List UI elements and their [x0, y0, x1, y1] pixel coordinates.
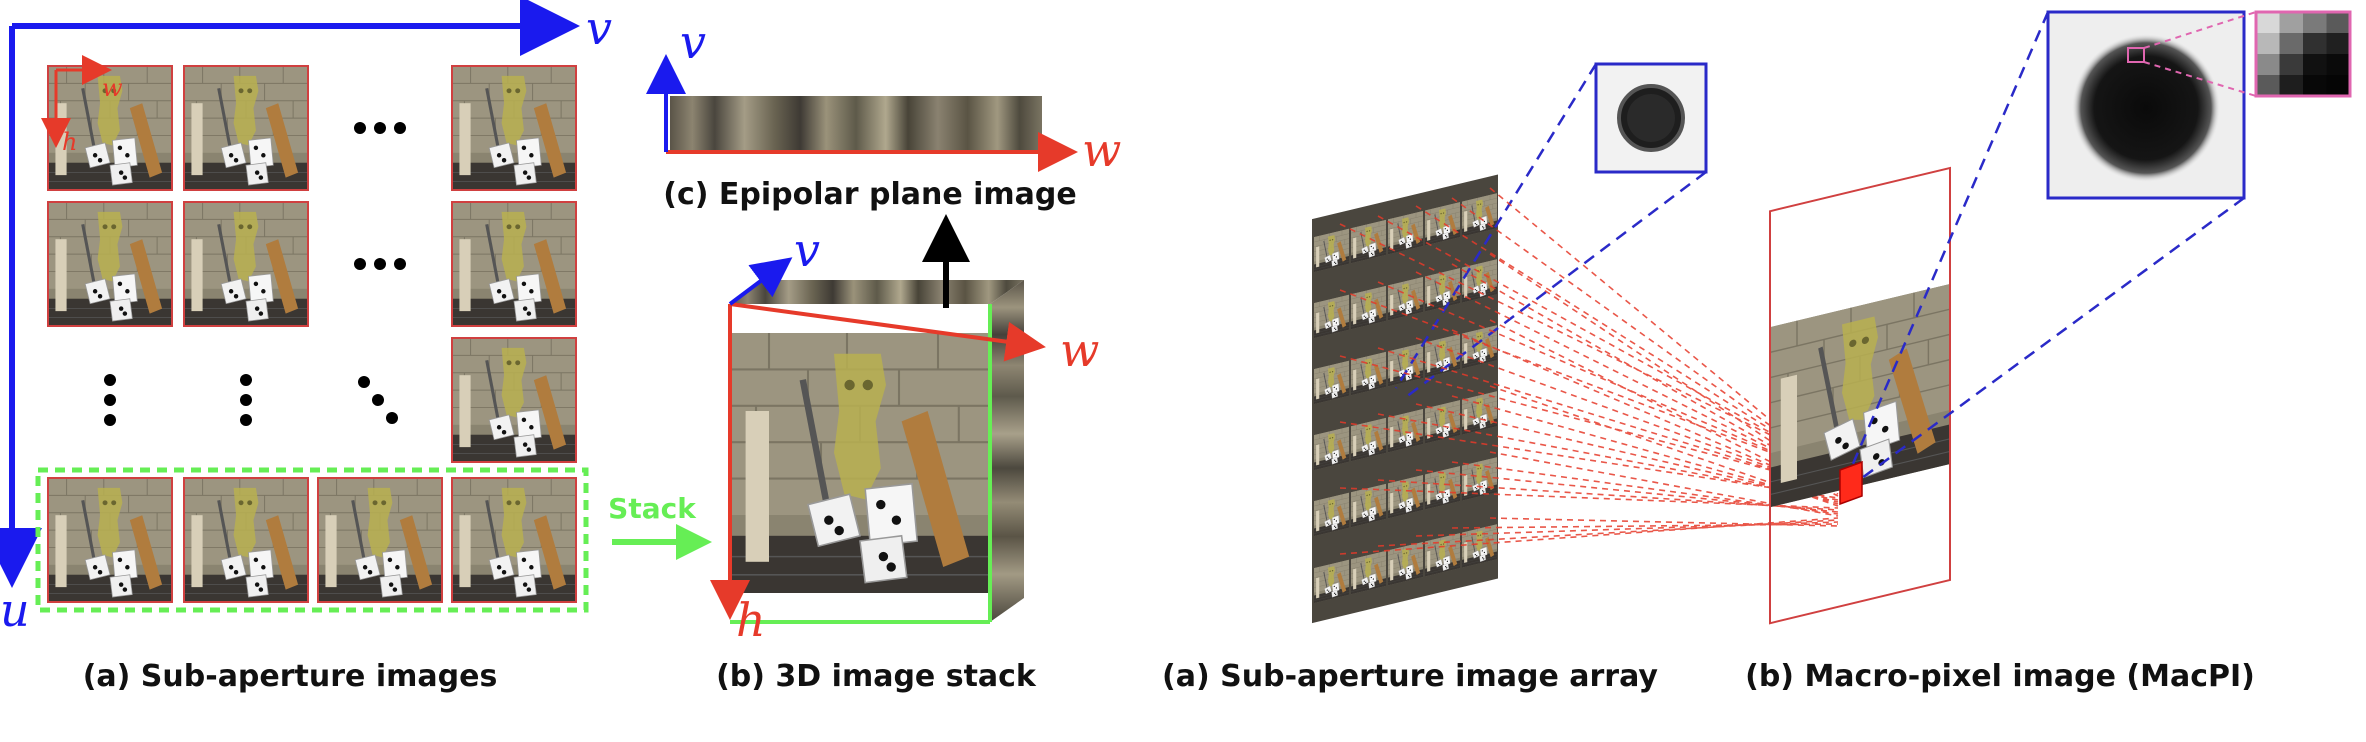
sub-aperture-thumbnail	[183, 201, 309, 327]
sub-aperture-thumbnail	[451, 337, 577, 463]
macpi-zoom-line	[1850, 11, 2050, 467]
stack-side-face	[990, 280, 1024, 622]
h-local-label: h	[62, 128, 77, 156]
macpi-zoom-selection	[2127, 47, 2145, 63]
macro-pixel-highlight	[1839, 460, 1863, 506]
pixel-grid-inset	[2254, 10, 2352, 98]
stack-top-face	[730, 280, 1024, 304]
sub-aperture-thumbnail	[47, 201, 173, 327]
caption-3d-image-stack: (b) 3D image stack	[716, 659, 1037, 694]
sub-aperture-images-panel: v u w h (a) S	[0, 0, 612, 694]
w-local-label: w	[102, 74, 123, 102]
epipolar-plane-strip	[670, 96, 1042, 152]
array-zoom-line	[1394, 63, 1598, 389]
macpi-zoom-blob	[2072, 34, 2220, 182]
stack-label: Stack	[608, 492, 697, 525]
sub-aperture-thumbnail	[451, 201, 577, 327]
sub-aperture-thumbnail	[317, 477, 443, 603]
sub-aperture-thumbnail	[183, 65, 309, 191]
macro-pixel-image-panel: (b) Macro-pixel image (MacPI)	[1745, 10, 2352, 694]
pixel-grid-link	[2143, 11, 2257, 49]
sub-aperture-thumbnail	[451, 65, 577, 191]
v-axis-label-epi: v	[680, 15, 706, 69]
vertical-ellipsis-dots	[104, 374, 252, 426]
w-axis-label-stack: w	[1060, 323, 1099, 377]
w-axis-arrow	[729, 302, 1046, 362]
epipolar-plane-panel: w v (c) Epipolar plane image	[646, 15, 1121, 212]
image-stack-3d-panel: w h v (b) 3D image stack	[710, 223, 1099, 694]
diagonal-ellipsis-dots	[358, 376, 398, 424]
v-axis-arrow-stack	[728, 257, 793, 306]
horizontal-ellipsis-dots	[354, 122, 406, 270]
selected-row-highlight	[35, 467, 589, 613]
v-axis-label: v	[586, 1, 612, 55]
macpi-image-border	[1769, 166, 1951, 625]
array-zoom-line	[1401, 171, 1707, 401]
caption-macro-pixel-image: (b) Macro-pixel image (MacPI)	[1745, 659, 2255, 694]
v-axis-label-stack: v	[794, 223, 820, 277]
u-axis-label: u	[0, 583, 30, 637]
caption-sub-aperture-image-array: (a) Sub-aperture image array	[1162, 659, 1658, 694]
stack-front-image	[730, 333, 990, 593]
h-axis-label-stack: h	[736, 593, 766, 647]
stack-arrow: Stack	[608, 492, 712, 560]
pixel-grid-link	[2143, 61, 2257, 97]
caption-sub-aperture-images: (a) Sub-aperture images	[83, 659, 498, 694]
sub-aperture-thumbnail	[183, 477, 309, 603]
array-zoom-inset	[1594, 62, 1708, 174]
caption-epipolar-plane-image: (c) Epipolar plane image	[663, 177, 1077, 212]
sub-aperture-array-panel: (a) Sub-aperture image array	[1162, 62, 1708, 694]
sub-aperture-thumbnail	[47, 477, 173, 603]
w-axis-label-epi: w	[1082, 123, 1121, 177]
sub-aperture-thumbnail	[451, 477, 577, 603]
array-zoom-blob-core	[1627, 94, 1675, 142]
